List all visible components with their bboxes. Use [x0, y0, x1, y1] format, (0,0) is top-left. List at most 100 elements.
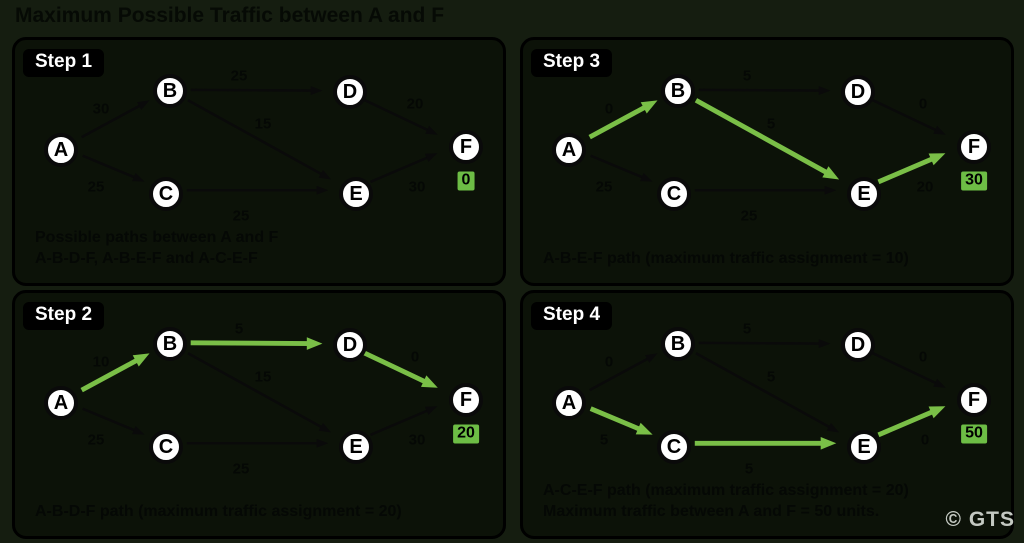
panel-caption: A-C-E-F path (maximum traffic assignment… [543, 480, 909, 522]
edge-weight-B-D: 25 [230, 67, 248, 85]
edge-B-E-highlighted [694, 98, 840, 180]
edge-weight-E-F: 30 [408, 431, 426, 449]
graph-edges [588, 86, 946, 195]
node-D: D [841, 328, 875, 362]
edge-E-F [369, 406, 438, 437]
node-B: B [661, 74, 695, 108]
edge-C-E-highlighted [694, 436, 837, 450]
edge-weight-C-E: 25 [232, 207, 250, 225]
edge-B-D-highlighted [190, 337, 323, 350]
edge-weight-D-F: 0 [918, 348, 928, 366]
step-label: Step 1 [23, 49, 105, 77]
edge-weight-B-D: 5 [742, 320, 752, 338]
edge-A-C [82, 407, 145, 435]
edge-weight-D-F: 20 [406, 95, 424, 113]
edge-weight-C-E: 25 [740, 207, 758, 225]
edge-B-D [190, 86, 323, 95]
edge-D-F [871, 98, 946, 135]
edge-weight-B-D: 5 [742, 67, 752, 85]
edge-weight-E-F: 20 [916, 178, 934, 196]
step-label: Step 4 [531, 302, 613, 330]
node-F: F [957, 383, 991, 417]
edge-weight-C-E: 5 [744, 460, 754, 478]
edge-E-F-highlighted [877, 153, 946, 185]
edge-E-F-highlighted [877, 406, 946, 438]
edge-weight-A-C: 25 [87, 431, 105, 449]
edge-weight-B-E: 15 [254, 368, 272, 386]
node-E: E [339, 177, 373, 211]
edge-weight-B-E: 5 [766, 115, 776, 133]
edge-B-D [698, 86, 831, 95]
edge-weight-A-B: 10 [92, 353, 110, 371]
edge-B-D [698, 339, 831, 348]
edge-C-E [186, 438, 329, 448]
edge-weight-B-E: 5 [766, 368, 776, 386]
step-panel-4: Step 4 50 A-C-E-F path (maximum traffic … [520, 290, 1014, 539]
edge-weight-E-F: 0 [920, 431, 930, 449]
node-D: D [333, 328, 367, 362]
caption-line: A-B-E-F path (maximum traffic assignment… [543, 250, 909, 267]
node-B: B [661, 327, 695, 361]
node-E: E [847, 177, 881, 211]
edge-A-B [81, 100, 150, 139]
total-traffic-badge: 20 [453, 424, 479, 444]
total-traffic-badge: 50 [961, 424, 987, 444]
node-A: A [44, 133, 78, 167]
graph-edges [81, 86, 438, 195]
edge-E-F [369, 153, 438, 184]
node-C: C [149, 177, 183, 211]
panel-caption: A-B-D-F path (maximum traffic assignment… [35, 501, 402, 522]
node-E: E [847, 430, 881, 464]
caption-line: A-B-D-F path (maximum traffic assignment… [35, 503, 402, 520]
edge-weight-A-C: 5 [599, 431, 609, 449]
node-C: C [149, 430, 183, 464]
node-B: B [153, 74, 187, 108]
edge-A-B-highlighted [588, 100, 658, 140]
edge-B-E [695, 352, 840, 433]
node-F: F [449, 383, 483, 417]
step-panel-3: Step 3 30 A-B-E-F path (maximum traffic … [520, 37, 1014, 286]
node-F: F [957, 130, 991, 164]
edge-D-F [363, 98, 438, 135]
panel-caption: A-B-E-F path (maximum traffic assignment… [543, 248, 909, 269]
graph-edges [80, 337, 438, 448]
edge-weight-A-C: 25 [87, 178, 105, 196]
edge-weight-D-F: 0 [410, 348, 420, 366]
graph-edges [589, 339, 946, 450]
watermark: © GTS [945, 508, 1015, 531]
edge-C-E [186, 185, 329, 195]
edge-D-F [871, 351, 946, 388]
node-A: A [44, 386, 78, 420]
node-A: A [552, 386, 586, 420]
node-C: C [657, 177, 691, 211]
node-D: D [841, 75, 875, 109]
edge-A-C [590, 154, 653, 182]
step-label: Step 3 [531, 49, 613, 77]
edge-weight-E-F: 30 [408, 178, 426, 196]
edge-weight-C-E: 25 [232, 460, 250, 478]
total-traffic-badge: 0 [457, 171, 475, 191]
edge-A-B-highlighted [80, 353, 150, 393]
total-traffic-badge: 30 [961, 171, 987, 191]
node-C: C [657, 430, 691, 464]
edge-weight-A-B: 30 [92, 100, 110, 118]
edge-B-E [187, 99, 332, 180]
step-label: Step 2 [23, 302, 105, 330]
caption-line: A-C-E-F path (maximum traffic assignment… [543, 482, 909, 499]
edge-C-E [694, 185, 837, 195]
edge-A-C [82, 154, 145, 182]
edge-B-E [187, 352, 332, 433]
node-A: A [552, 133, 586, 167]
node-F: F [449, 130, 483, 164]
edge-A-B [589, 353, 658, 392]
caption-line: Maximum traffic between A and F = 50 uni… [543, 503, 880, 520]
step-panel-2: Step 2 20 A-B-D-F path (maximum traffic … [12, 290, 506, 539]
edge-weight-B-D: 5 [234, 320, 244, 338]
edge-weight-D-F: 0 [918, 95, 928, 113]
caption-line: Possible paths between A and F [35, 229, 279, 246]
edge-D-F-highlighted [363, 350, 438, 388]
node-E: E [339, 430, 373, 464]
edge-weight-B-E: 15 [254, 115, 272, 133]
edge-weight-A-B: 0 [604, 100, 614, 118]
